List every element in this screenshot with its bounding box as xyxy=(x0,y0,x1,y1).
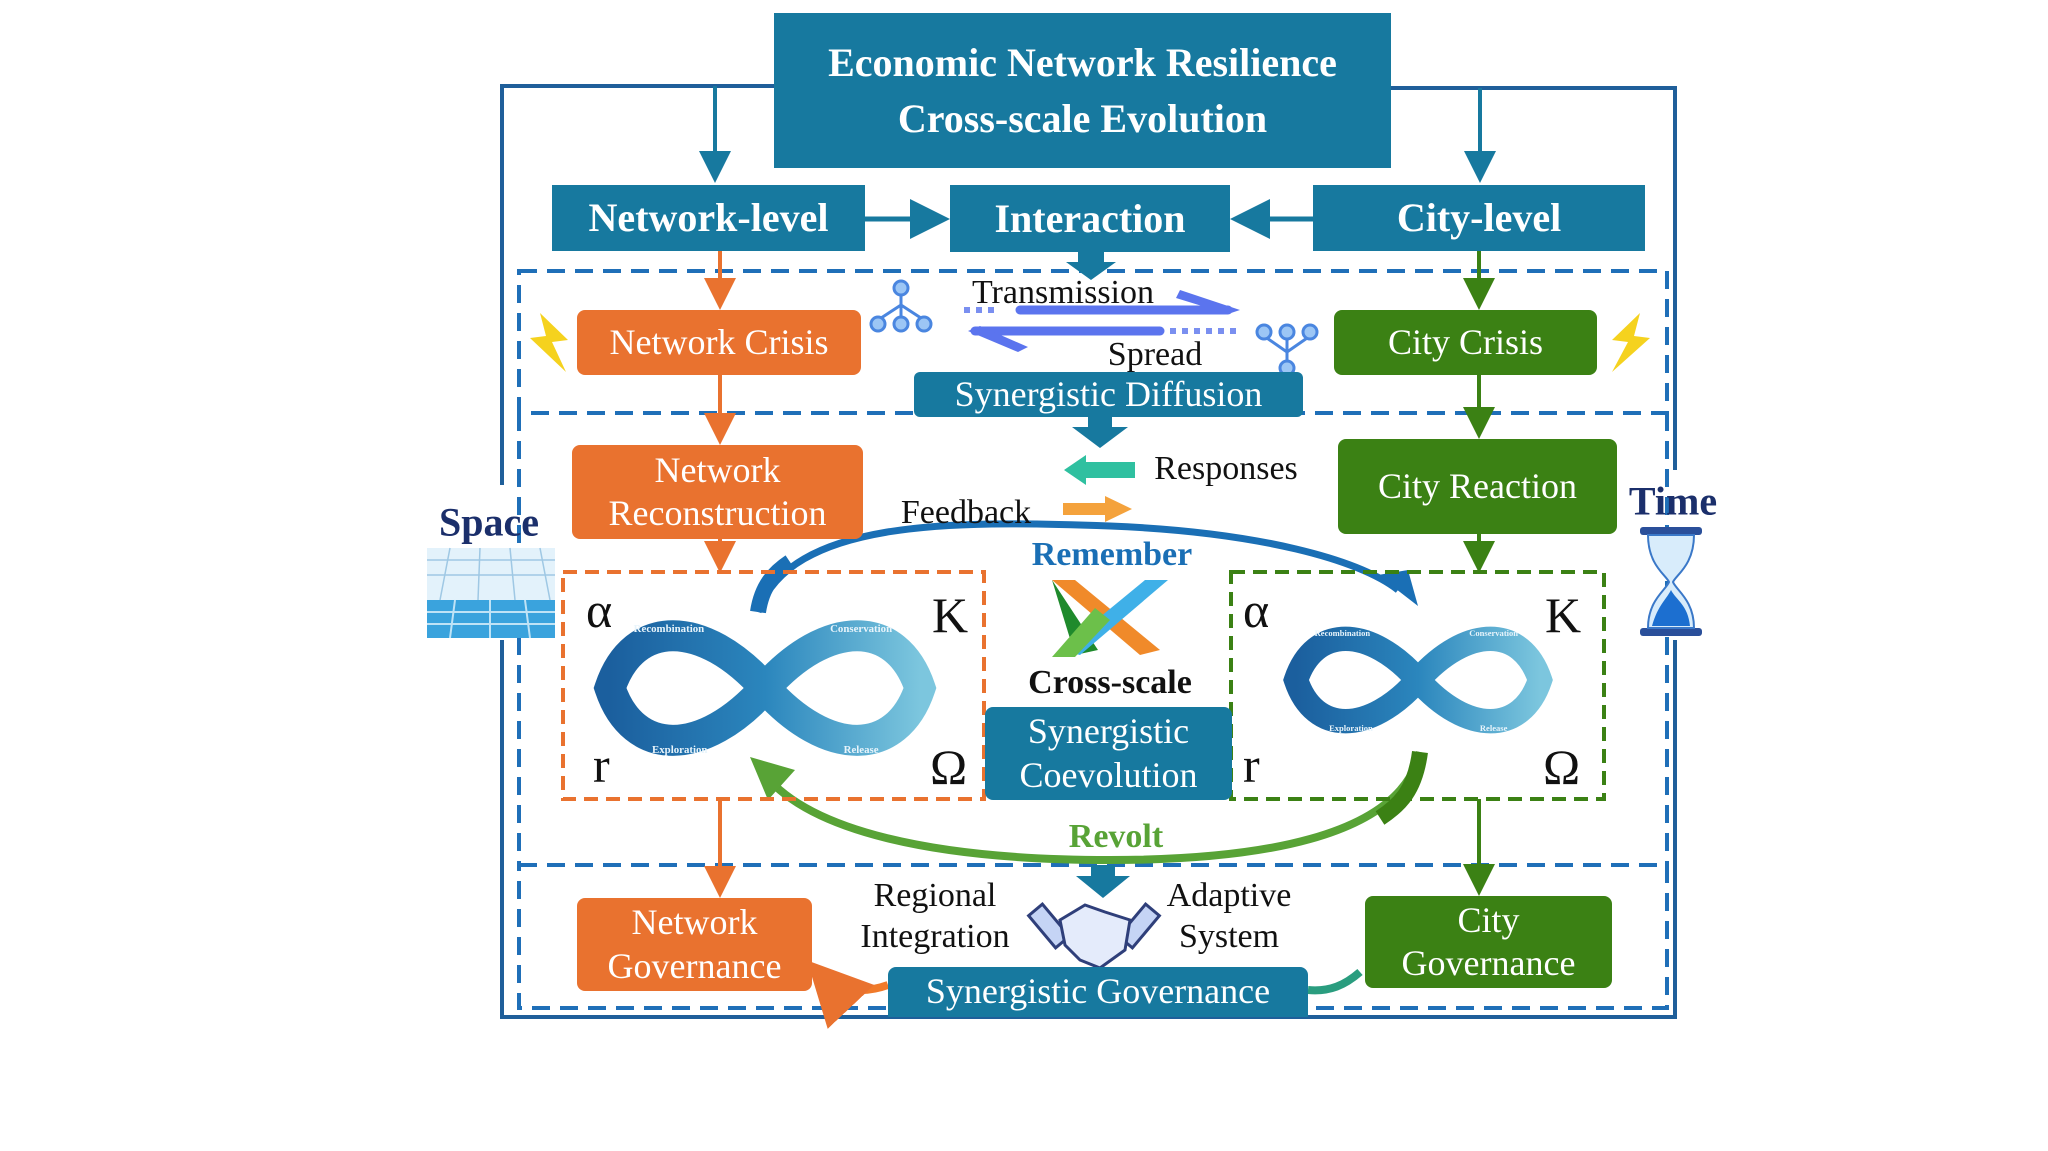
spread-label: Spread xyxy=(1107,336,1203,373)
phase-exploration: Exploration xyxy=(652,744,707,756)
hourglass-icon xyxy=(1640,527,1702,636)
city-governance-line-2: Governance xyxy=(1401,943,1576,983)
k-label: K xyxy=(1545,587,1582,643)
cross-scale-label: Cross-scale xyxy=(1028,664,1192,701)
phase-recombination: Recombination xyxy=(1315,628,1371,638)
regional-label-1: Regional xyxy=(873,877,997,914)
coevolution-line-1: Synergistic xyxy=(1027,711,1190,752)
lightning-icon xyxy=(1612,313,1650,372)
responses-arrow xyxy=(1064,455,1135,485)
spread-arrow xyxy=(968,326,1242,352)
arrow-to-city-governance xyxy=(1307,968,1363,995)
title-line-1: Economic Network Resilience xyxy=(828,39,1337,85)
synergistic-coevolution-box: Synergistic Coevolution xyxy=(985,707,1232,800)
network-governance-line-1: Network xyxy=(631,902,758,943)
synergistic-governance-box: Synergistic Governance xyxy=(888,967,1308,1017)
revolt-arc xyxy=(761,751,1424,865)
network-node-icon xyxy=(1255,323,1319,377)
city-governance-box: City Governance xyxy=(1365,896,1612,988)
phase-conservation: Conservation xyxy=(1469,628,1518,638)
network-cycle-frame xyxy=(561,570,986,801)
network-governance-line-2: Governance xyxy=(607,945,782,986)
transmission-arrow xyxy=(964,290,1240,315)
revolt-arrowhead xyxy=(750,757,795,800)
k-label: K xyxy=(932,587,969,643)
cross-arrows-icon xyxy=(1052,580,1168,657)
title-line-2: Cross-scale Evolution xyxy=(897,95,1268,141)
interaction-box: Interaction xyxy=(950,185,1230,252)
omega-label: Ω xyxy=(1543,739,1581,795)
network-level-box: Network-level xyxy=(552,185,865,251)
alpha-label: α xyxy=(1243,582,1270,638)
synergistic-diffusion-box: Synergistic Diffusion xyxy=(914,372,1303,417)
alpha-label: α xyxy=(586,582,613,638)
adaptive-cycle-infinity-icon: Recombination Conservation Exploration R… xyxy=(593,620,937,756)
revolt-label: Revolt xyxy=(1068,818,1164,855)
arrow-interaction-down xyxy=(1066,252,1116,280)
regional-label-2: Integration xyxy=(860,918,1010,955)
handshake-icon xyxy=(1026,902,1162,970)
city-level-box: City-level xyxy=(1313,185,1645,251)
transmission-label: Transmission xyxy=(971,274,1155,311)
remember-arc xyxy=(754,520,1401,614)
title-box: Economic Network Resilience Cross-scale … xyxy=(774,13,1391,168)
phase-exploration: Exploration xyxy=(1329,723,1373,733)
r-label: r xyxy=(1243,737,1260,793)
city-cycle-frame xyxy=(1229,570,1606,801)
r-label: r xyxy=(593,737,610,793)
phase-release: Release xyxy=(1480,723,1508,733)
network-crisis-box: Network Crisis xyxy=(577,310,861,375)
omega-label: Ω xyxy=(930,739,968,795)
arrow-to-network-governance xyxy=(807,960,890,1029)
network-reconstruction-box: Network Reconstruction xyxy=(572,445,863,539)
feedback-arrow xyxy=(1063,496,1132,522)
city-governance-line-1: City xyxy=(1457,899,1520,940)
phase-conservation: Conservation xyxy=(830,623,892,635)
phase-recombination: Recombination xyxy=(634,623,704,635)
arrow-governance-down xyxy=(1076,865,1130,898)
network-governance-box: Network Governance xyxy=(577,898,812,991)
space-grid-image xyxy=(427,547,555,639)
outer-frame xyxy=(500,84,1677,1019)
city-reaction-box: City Reaction xyxy=(1338,439,1617,534)
adaptive-cycle-infinity-icon: Recombination Conservation Exploration R… xyxy=(1283,626,1553,734)
arrow-diffusion-down xyxy=(1072,416,1128,448)
remember-label: Remember xyxy=(1031,536,1193,573)
coevolution-line-2: Coevolution xyxy=(1019,754,1198,795)
network-reconstruction-line-2: Reconstruction xyxy=(608,493,827,533)
adaptive-label-2: System xyxy=(1178,918,1280,955)
remember-arrowhead xyxy=(1378,570,1418,606)
feedback-label: Feedback xyxy=(900,494,1032,531)
responses-label: Responses xyxy=(1154,450,1298,487)
lightning-icon xyxy=(530,313,568,372)
network-reconstruction-line-1: Network xyxy=(654,449,781,490)
adaptive-label-1: Adaptive xyxy=(1166,877,1292,914)
city-crisis-box: City Crisis xyxy=(1334,310,1597,375)
time-label: Time xyxy=(1628,478,1718,524)
phase-release: Release xyxy=(844,744,879,756)
network-node-icon xyxy=(869,279,933,333)
space-label: Space xyxy=(439,499,539,545)
